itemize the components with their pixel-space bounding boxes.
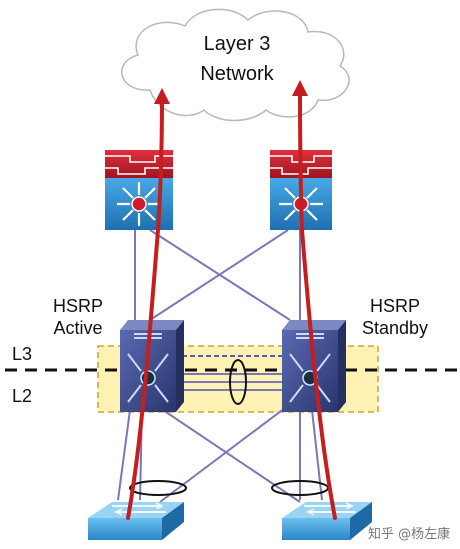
hsrp-standby-label-line2: Standby (362, 318, 428, 338)
hsrp-standby-label-line1: HSRP (370, 296, 420, 316)
cloud-label-line2: Network (200, 63, 274, 85)
distribution-switch-left (120, 320, 184, 412)
access-switch-right (282, 502, 372, 540)
distribution-switch-icon (289, 333, 331, 403)
l3-label: L3 (12, 344, 32, 364)
link-core-right-dist-left (149, 229, 289, 321)
traffic-arrow-right (292, 80, 337, 520)
watermark: 知乎 @杨左康 (368, 526, 450, 542)
link-lines (117, 229, 323, 503)
distribution-switch-right (282, 320, 346, 412)
link-dist-right-access-right-b (311, 409, 323, 501)
link-dist-left-access-right (159, 407, 301, 503)
dist-interconnect (182, 355, 282, 405)
link-dist-right-access-left (159, 407, 286, 503)
link-dist-left-access-left-a (117, 409, 131, 501)
core-switch-icon (117, 182, 161, 226)
cloud-icon: Layer 3 Network (121, 8, 350, 122)
hsrp-active-label-line1: HSRP (53, 296, 103, 316)
port-channel-bundle (229, 359, 247, 405)
access-switch-icon (112, 502, 166, 516)
traffic-flow-arrows (126, 80, 337, 520)
access-switch-left (88, 502, 184, 540)
traffic-arrow-left (126, 88, 170, 520)
l2-label: L2 (12, 386, 32, 406)
uplink-bundle-left (129, 480, 187, 496)
cloud-label-line1: Layer 3 (204, 33, 271, 55)
hsrp-active-label-line2: Active (53, 318, 102, 338)
